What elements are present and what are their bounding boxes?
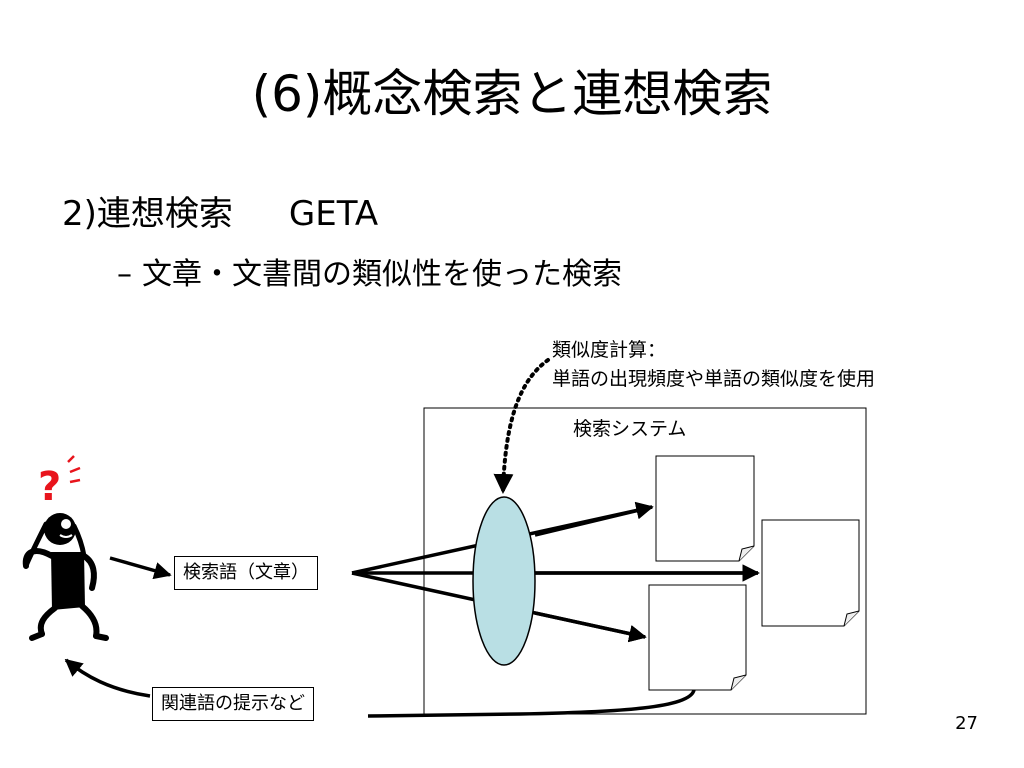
svg-text:?: ? [38,464,61,510]
search-system-label: 検索システム [573,418,687,440]
slide-title: (6)概念検索と連想検索 [251,65,773,123]
arrow-related-to-person [64,658,151,698]
similarity-lens [472,496,536,666]
confused-person-icon: ? [22,455,109,641]
document-icon-bottom [648,584,747,691]
query-text-box: 検索語（文章） [174,556,318,590]
sub-bullet-text: 文章・文書間の類似性を使った検索 [142,257,622,292]
dotted-arrow-similarity [493,358,550,494]
arrow-person-to-query [109,556,172,580]
bullet-main-text: 2)連想検索 [62,194,233,234]
bullet-associative-search: 2)連想検索 GETA [62,192,378,236]
related-terms-box: 関連語の提示など [152,687,314,721]
sub-bullet-similarity: –文章・文書間の類似性を使った検索 [117,255,622,295]
arrow-segment-bottom [534,611,647,643]
arrow-segment-top [534,502,654,537]
page-number: 27 [955,713,978,734]
return-curve-line [367,689,696,718]
similarity-calc-description: 単語の出現頻度や単語の類似度を使用 [552,368,876,390]
bullet-geta-text: GETA [288,194,379,234]
sub-bullet-dash: – [117,257,132,292]
document-icon-middle [761,519,860,627]
similarity-calc-title: 類似度計算： [552,339,667,361]
document-icon-top [655,455,755,562]
